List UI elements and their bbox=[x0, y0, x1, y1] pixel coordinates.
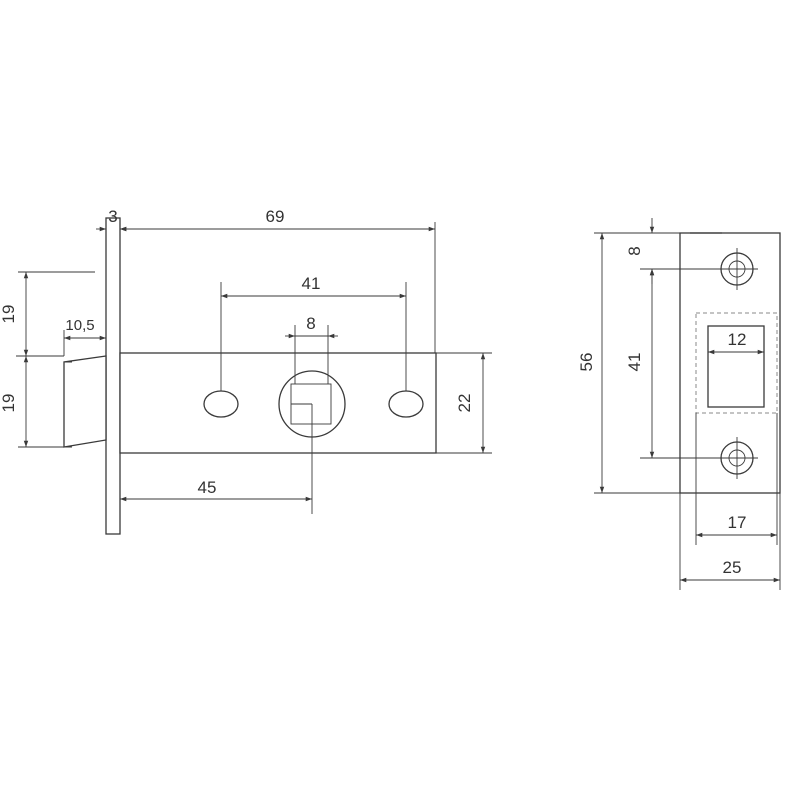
dim-strike-inner-width: 17 bbox=[728, 513, 747, 532]
dim-lower-height: 19 bbox=[0, 394, 18, 413]
dim-hole-spacing: 41 bbox=[302, 274, 321, 293]
mounting-hole-left bbox=[203, 390, 239, 418]
latch-bolt-edge bbox=[64, 361, 72, 448]
dim-body-height: 22 bbox=[455, 394, 474, 413]
strike-plate-view: 56 41 8 12 17 25 bbox=[577, 218, 781, 590]
dim-spindle-size: 8 bbox=[306, 314, 315, 333]
dim-strike-hole-offset: 8 bbox=[625, 246, 644, 255]
dim-bolt-length: 10,5 bbox=[65, 317, 94, 334]
strike-opening bbox=[707, 325, 765, 408]
dim-plate-thickness: 3 bbox=[108, 207, 117, 226]
latch-bolt bbox=[63, 355, 107, 448]
dim-backset: 45 bbox=[198, 478, 217, 497]
dim-strike-width: 25 bbox=[723, 558, 742, 577]
lock-case bbox=[119, 352, 437, 454]
strike-recess-outline bbox=[695, 312, 778, 414]
dim-strike-height: 56 bbox=[577, 353, 596, 372]
dim-total-length: 69 bbox=[266, 207, 285, 226]
mounting-hole-right bbox=[388, 390, 424, 418]
dim-upper-height: 19 bbox=[0, 305, 18, 324]
dim-strike-hole-spacing: 41 bbox=[625, 353, 644, 372]
dim-strike-opening: 12 bbox=[728, 330, 747, 349]
lock-body-view: 3 69 41 8 10,5 45 22 19 19 bbox=[0, 207, 492, 535]
faceplate bbox=[105, 217, 121, 535]
